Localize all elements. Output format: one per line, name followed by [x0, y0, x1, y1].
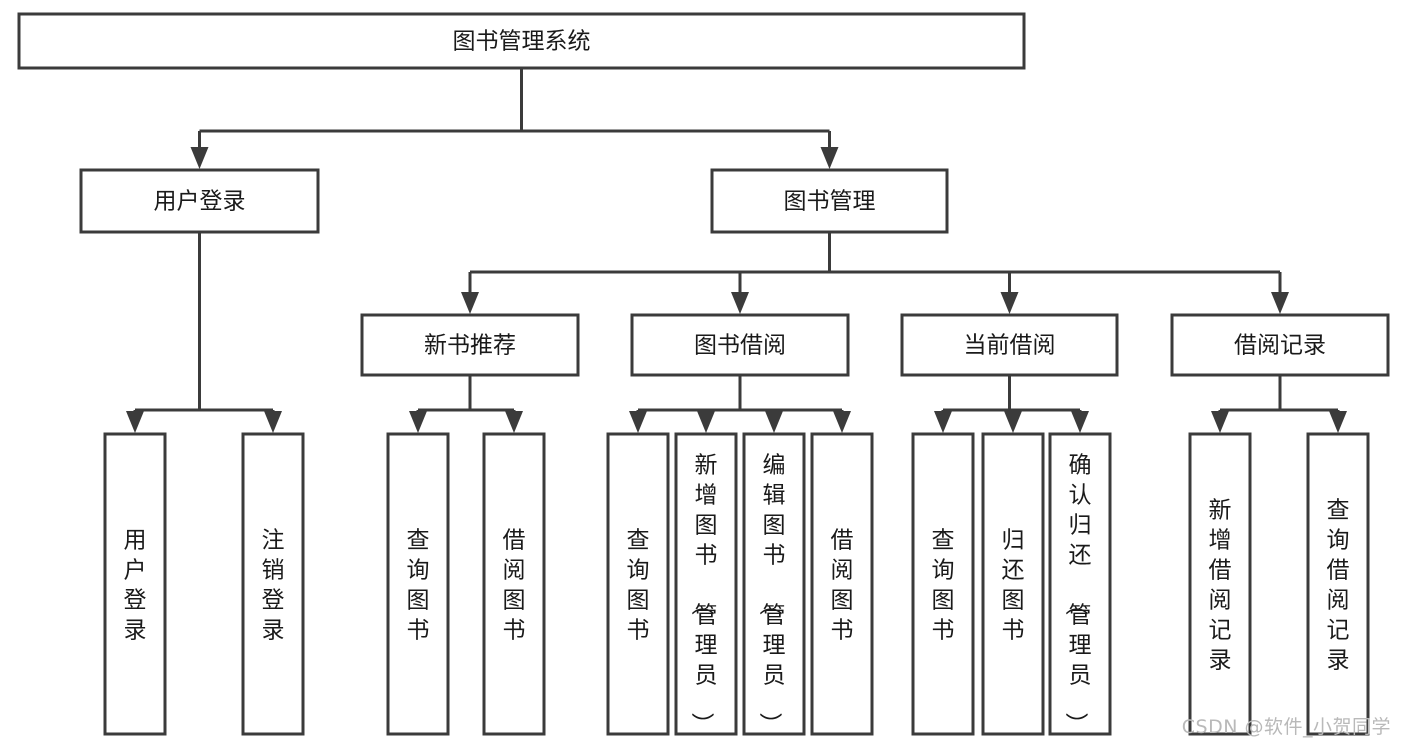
node-box-leaf-bb-query-book[interactable]: [606, 432, 670, 736]
node-box-leaf-rec-borrow-book[interactable]: [482, 432, 546, 736]
node-label-leaf-bb-query-book: 查询图书: [627, 527, 650, 643]
node-label-leaf-cb-query-book: 查询图书: [932, 527, 955, 643]
node-label-current-borrow: 当前借阅: [964, 333, 1056, 359]
node-box-leaf-bb-add-book[interactable]: [674, 432, 738, 736]
node-leaf-cb-query-book[interactable]: 查询图书: [911, 432, 975, 736]
node-leaf-bb-add-book[interactable]: 新增图书（管理员）: [674, 432, 738, 736]
node-label-leaf-bb-borrow-book: 借阅图书: [831, 527, 854, 643]
arrow-head-icon: [264, 411, 282, 433]
node-label-book-borrow: 图书借阅: [694, 333, 786, 359]
node-new-book-rec[interactable]: 新书推荐: [360, 313, 580, 377]
node-box-leaf-bb-borrow-book[interactable]: [810, 432, 874, 736]
node-label-leaf-br-add-record: 新增借阅记录: [1209, 497, 1232, 673]
arrow-head-icon: [190, 147, 209, 169]
node-box-new-book-rec[interactable]: [360, 313, 580, 377]
node-box-leaf-cb-query-book[interactable]: [911, 432, 975, 736]
node-label-user-login: 用户登录: [154, 189, 246, 215]
connector-group-user-login: [126, 232, 282, 433]
node-box-leaf-logout[interactable]: [241, 432, 305, 736]
connector-group-root: [190, 68, 839, 169]
node-leaf-cb-confirm-return[interactable]: 确认归还（管理员）: [1048, 432, 1112, 736]
node-label-leaf-rec-borrow-book: 借阅图书: [503, 527, 526, 643]
arrow-head-icon: [1329, 411, 1347, 433]
node-leaf-bb-borrow-book[interactable]: 借阅图书: [810, 432, 874, 736]
arrow-head-icon: [126, 411, 144, 433]
arrow-head-icon: [461, 292, 479, 314]
node-label-leaf-cb-confirm-return: 确认归还（管理员）: [1063, 452, 1092, 735]
arrow-head-icon: [629, 411, 647, 433]
connector-group-book-borrow: [629, 375, 851, 433]
arrow-head-icon: [820, 147, 839, 169]
arrow-head-icon: [765, 411, 783, 433]
node-leaf-rec-query-book[interactable]: 查询图书: [386, 432, 450, 736]
node-box-user-login[interactable]: [79, 168, 320, 234]
node-leaf-bb-edit-book[interactable]: 编辑图书（管理员）: [742, 432, 806, 736]
node-box-leaf-br-query-record[interactable]: [1306, 432, 1370, 736]
nodes-layer: 图书管理系统用户登录图书管理新书推荐图书借阅当前借阅借阅记录用户登录注销登录查询…: [17, 12, 1390, 736]
edges-layer: [126, 68, 1347, 433]
node-leaf-br-add-record[interactable]: 新增借阅记录: [1188, 432, 1252, 736]
node-leaf-rec-borrow-book[interactable]: 借阅图书: [482, 432, 546, 736]
node-book-manage[interactable]: 图书管理: [710, 168, 949, 234]
node-label-book-manage: 图书管理: [784, 189, 876, 215]
node-label-leaf-rec-query-book: 查询图书: [407, 527, 430, 643]
node-box-root[interactable]: [17, 12, 1026, 70]
node-root[interactable]: 图书管理系统: [17, 12, 1026, 70]
node-box-leaf-user-login[interactable]: [103, 432, 167, 736]
node-box-leaf-cb-return-book[interactable]: [981, 432, 1045, 736]
node-user-login[interactable]: 用户登录: [79, 168, 320, 234]
node-box-current-borrow[interactable]: [900, 313, 1119, 377]
node-current-borrow[interactable]: 当前借阅: [900, 313, 1119, 377]
node-box-book-manage[interactable]: [710, 168, 949, 234]
arrow-head-icon: [731, 292, 749, 314]
arrow-head-icon: [833, 411, 851, 433]
node-box-leaf-bb-edit-book[interactable]: [742, 432, 806, 736]
arrow-head-icon: [1004, 411, 1022, 433]
node-leaf-br-query-record[interactable]: 查询借阅记录: [1306, 432, 1370, 736]
node-label-borrow-record: 借阅记录: [1234, 333, 1326, 359]
node-box-book-borrow[interactable]: [630, 313, 850, 377]
arrow-head-icon: [505, 411, 523, 433]
connector-group-new-book-rec: [409, 375, 523, 433]
node-label-leaf-bb-add-book: 新增图书（管理员）: [689, 452, 718, 735]
node-leaf-user-login[interactable]: 用户登录: [103, 432, 167, 736]
node-label-leaf-logout: 注销登录: [262, 527, 285, 643]
arrow-head-icon: [1071, 411, 1089, 433]
node-box-leaf-rec-query-book[interactable]: [386, 432, 450, 736]
node-label-leaf-bb-edit-book: 编辑图书（管理员）: [757, 452, 786, 735]
arrow-head-icon: [1211, 411, 1229, 433]
connector-group-current-borrow: [934, 375, 1089, 433]
arrow-head-icon: [1000, 292, 1019, 314]
node-book-borrow[interactable]: 图书借阅: [630, 313, 850, 377]
arrow-head-icon: [934, 411, 952, 433]
node-leaf-bb-query-book[interactable]: 查询图书: [606, 432, 670, 736]
node-borrow-record[interactable]: 借阅记录: [1170, 313, 1390, 377]
node-leaf-logout[interactable]: 注销登录: [241, 432, 305, 736]
node-label-root: 图书管理系统: [453, 29, 591, 55]
node-label-leaf-user-login: 用户登录: [124, 527, 147, 643]
arrow-head-icon: [697, 411, 715, 433]
node-box-borrow-record[interactable]: [1170, 313, 1390, 377]
connector-group-book-manage: [461, 232, 1289, 314]
arrow-head-icon: [1271, 292, 1289, 314]
arrow-head-icon: [409, 411, 427, 433]
connector-group-borrow-record: [1211, 375, 1347, 433]
node-leaf-cb-return-book[interactable]: 归还图书: [981, 432, 1045, 736]
node-label-new-book-rec: 新书推荐: [424, 333, 516, 359]
node-label-leaf-cb-return-book: 归还图书: [1002, 527, 1025, 643]
node-box-leaf-br-add-record[interactable]: [1188, 432, 1252, 736]
node-box-leaf-cb-confirm-return[interactable]: [1048, 432, 1112, 736]
node-label-leaf-br-query-record: 查询借阅记录: [1327, 497, 1350, 673]
